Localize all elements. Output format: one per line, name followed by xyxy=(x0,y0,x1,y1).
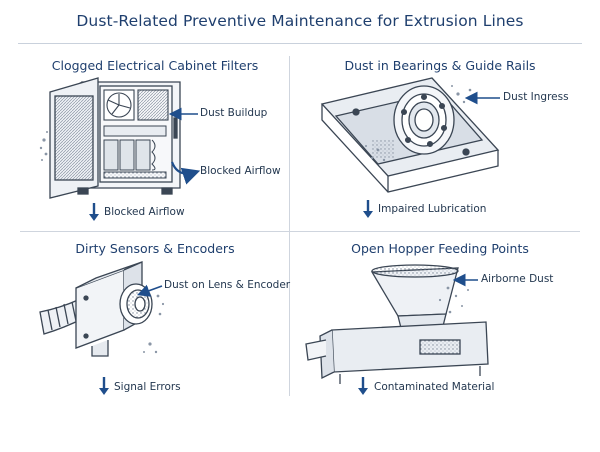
dust-particles-sensor xyxy=(143,294,165,354)
panel-title-cabinet: Clogged Electrical Cabinet Filters xyxy=(51,58,259,73)
horizontal-divider xyxy=(20,231,580,232)
panel-title-bearings: Dust in Bearings & Guide Rails xyxy=(344,58,536,73)
page-title: Dust-Related Preventive Maintenance for … xyxy=(76,12,524,30)
sensor-icon xyxy=(75,260,153,357)
caption-sensors: Signal Errors xyxy=(114,381,181,393)
airflow-arrow-icon xyxy=(170,161,201,185)
vertical-divider xyxy=(289,56,290,396)
callout-dust-buildup: Dust Buildup xyxy=(200,107,268,119)
callout-airborne-dust: Airborne Dust xyxy=(481,273,554,285)
caption-bearings: Impaired Lubrication xyxy=(378,203,487,215)
title-rule xyxy=(18,43,582,44)
caption-hopper: Contaminated Material xyxy=(374,381,495,393)
fan-icon xyxy=(103,89,169,121)
callout-blocked-airflow: Blocked Airflow xyxy=(200,165,281,177)
panel-title-hopper: Open Hopper Feeding Points xyxy=(351,241,529,256)
callout-dust-ingress: Dust Ingress xyxy=(503,91,569,103)
feeder-icon xyxy=(305,321,489,384)
dust-particles-hopper xyxy=(438,286,469,314)
caption-cabinet: Blocked Airflow xyxy=(104,206,185,218)
callout-dust-lens-encoder: Dust on Lens & Encoder xyxy=(164,279,291,291)
filter-icon xyxy=(103,125,167,179)
dust-particles-cabinet xyxy=(39,131,48,161)
bearing-icon xyxy=(393,85,455,155)
panel-title-sensors: Dirty Sensors & Encoders xyxy=(75,241,235,256)
